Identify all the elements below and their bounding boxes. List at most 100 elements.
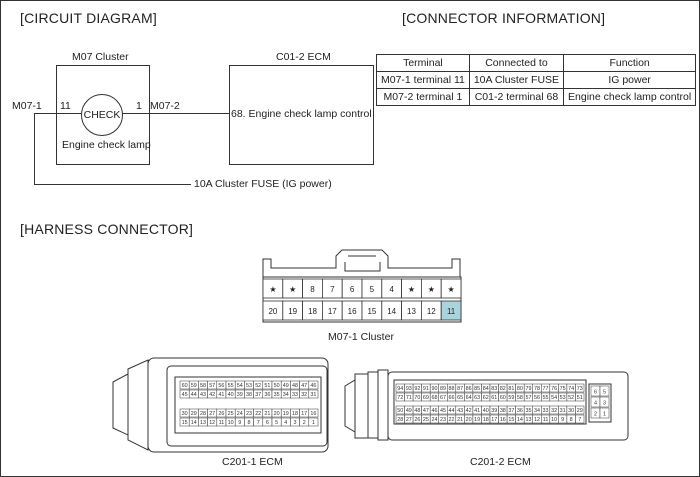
pin-label: 57 bbox=[525, 395, 531, 401]
pin-label: 59 bbox=[191, 383, 197, 389]
m071-caption: M07-1 Cluster bbox=[328, 331, 394, 343]
wire-m071-left bbox=[34, 113, 81, 114]
pin-label: 54 bbox=[237, 383, 243, 389]
pin-label: 19 bbox=[283, 411, 289, 417]
pin-label: 67 bbox=[440, 395, 446, 401]
pin-label: 65 bbox=[457, 395, 463, 401]
harness-connector-heading: [HARNESS CONNECTOR] bbox=[20, 221, 194, 237]
pin-cell bbox=[575, 383, 585, 393]
pin-cell bbox=[599, 396, 610, 408]
wire-fuse-horizontal bbox=[34, 184, 191, 185]
pin-label: 9 bbox=[561, 417, 564, 423]
pin-label: 5 bbox=[275, 420, 278, 426]
pin-label: 16 bbox=[310, 411, 316, 417]
pin-label: 11 bbox=[543, 417, 549, 423]
pin-label: 6 bbox=[594, 390, 597, 396]
pin-label: 18 bbox=[292, 411, 298, 417]
pin-label: 29 bbox=[191, 411, 197, 417]
pin-label: 40 bbox=[483, 408, 489, 414]
pin-cell bbox=[308, 417, 319, 427]
table-row: M07-2 terminal 1 C01-2 terminal 68 Engin… bbox=[376, 88, 697, 106]
pin-label: 79 bbox=[525, 386, 531, 392]
pin-label: 45 bbox=[182, 392, 188, 398]
pin-label: 5 bbox=[603, 390, 606, 396]
pin-label: 19 bbox=[474, 417, 480, 423]
pin-label: 44 bbox=[191, 392, 197, 398]
pin-cell bbox=[575, 405, 585, 415]
wire-fuse-vertical bbox=[34, 113, 35, 184]
pin-label: 50 bbox=[397, 408, 403, 414]
pin-label: 26 bbox=[414, 417, 420, 423]
pin-label: 2 bbox=[594, 412, 597, 418]
pin-label: 51 bbox=[264, 383, 270, 389]
pin-label: 9 bbox=[238, 420, 241, 426]
pin-label: 26 bbox=[218, 411, 224, 417]
pin-label: 35 bbox=[525, 408, 531, 414]
check-lamp-symbol: CHECK bbox=[81, 94, 123, 136]
pin-label: 15 bbox=[367, 307, 376, 316]
pin-label: 58 bbox=[517, 395, 523, 401]
pin-label: 72 bbox=[397, 395, 403, 401]
pin-label: ★ bbox=[428, 285, 435, 294]
cluster-title: M07 Cluster bbox=[72, 51, 129, 63]
pin-label: 21 bbox=[457, 417, 463, 423]
pin-label: 17 bbox=[301, 411, 307, 417]
pin-label: 94 bbox=[397, 386, 403, 392]
pin-label: 20 bbox=[274, 411, 280, 417]
pin-label: 52 bbox=[255, 383, 261, 389]
pin-label: 4 bbox=[389, 285, 394, 294]
pin-label: 82 bbox=[500, 386, 506, 392]
pin-label: 86 bbox=[466, 386, 472, 392]
pin-label: 36 bbox=[264, 392, 270, 398]
pin-label: 44 bbox=[449, 408, 455, 414]
pin-label: 81 bbox=[508, 386, 514, 392]
pin-label: 6 bbox=[266, 420, 269, 426]
pin-label: 43 bbox=[200, 392, 206, 398]
pin-label: 68 bbox=[431, 395, 437, 401]
pin-label: 22 bbox=[449, 417, 455, 423]
pin-label: ★ bbox=[269, 285, 276, 294]
pin-label: 60 bbox=[500, 395, 506, 401]
pin-label: 15 bbox=[182, 420, 188, 426]
pin-label: 18 bbox=[483, 417, 489, 423]
pin-label: 28 bbox=[397, 417, 403, 423]
pin-label: 56 bbox=[218, 383, 224, 389]
pin-label: 19 bbox=[288, 307, 297, 316]
pin-label: 21 bbox=[264, 411, 270, 417]
pin-label: 12 bbox=[209, 420, 215, 426]
pin-label: 70 bbox=[414, 395, 420, 401]
pin-label: 75 bbox=[560, 386, 566, 392]
pin-label: ★ bbox=[448, 285, 455, 294]
c2011-caption: C201-1 ECM bbox=[222, 456, 283, 468]
pin-label: 25 bbox=[228, 411, 234, 417]
pin-label: 41 bbox=[218, 392, 224, 398]
pin-label: 40 bbox=[228, 392, 234, 398]
pin-label: 31 bbox=[310, 392, 316, 398]
pin-label: 29 bbox=[577, 408, 583, 414]
pin-label: 43 bbox=[457, 408, 463, 414]
pin-label: 39 bbox=[237, 392, 243, 398]
table-cell: Engine check lamp control bbox=[563, 88, 697, 106]
pin-label: 7 bbox=[330, 285, 335, 294]
pin-label: 42 bbox=[209, 392, 215, 398]
pin-label: 55 bbox=[543, 395, 549, 401]
ecm-title: C01-2 ECM bbox=[276, 51, 331, 63]
pin-cell bbox=[440, 300, 462, 321]
pin-label: 15 bbox=[508, 417, 514, 423]
pin-cell bbox=[308, 408, 319, 418]
pin-label: 38 bbox=[246, 392, 252, 398]
pin-label: 32 bbox=[301, 392, 307, 398]
pin-label: ★ bbox=[408, 285, 415, 294]
pin-label: 55 bbox=[228, 383, 234, 389]
c2011-ecm-connector bbox=[112, 357, 329, 453]
pin-label: 56 bbox=[534, 395, 540, 401]
pin-label: 13 bbox=[525, 417, 531, 423]
ecm-box bbox=[229, 65, 374, 165]
c2012-caption: C201-2 ECM bbox=[470, 456, 531, 468]
pin-label: 48 bbox=[414, 408, 420, 414]
table-cell: C01-2 terminal 68 bbox=[468, 88, 565, 106]
m071-label: M07-1 bbox=[12, 100, 42, 112]
